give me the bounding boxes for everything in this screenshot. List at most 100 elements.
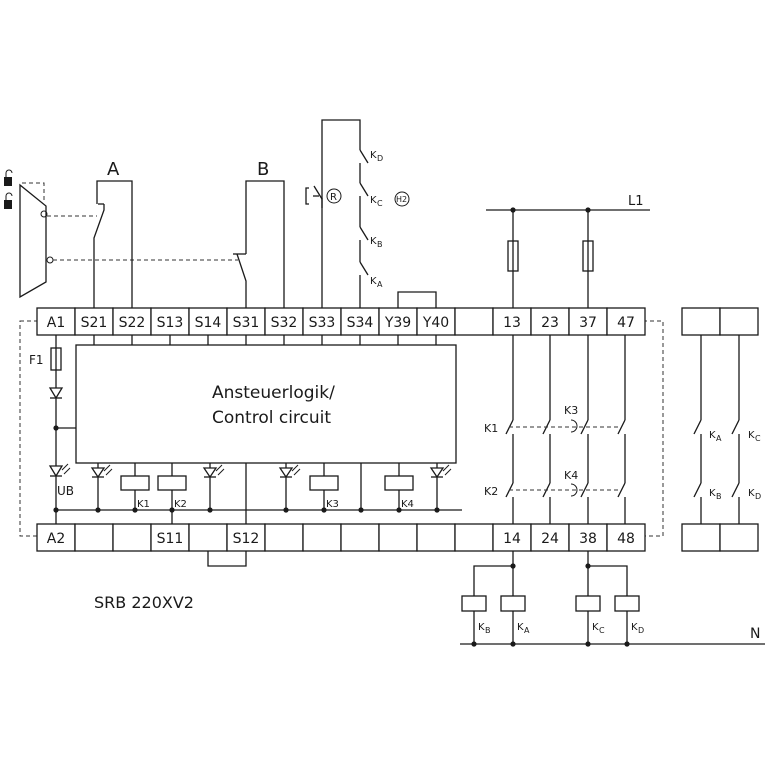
contact-label-k3: K3 bbox=[564, 404, 578, 417]
top-terminal-label: S13 bbox=[157, 315, 184, 331]
ext-sub-c: C bbox=[755, 434, 761, 443]
extension-bottom-terminal-right bbox=[719, 523, 759, 552]
top-terminal-s13 bbox=[150, 307, 190, 336]
guard-contact-b: B bbox=[233, 159, 285, 308]
bottom-terminal-a2 bbox=[36, 523, 76, 552]
supply-branch: F1 UB bbox=[29, 335, 76, 524]
status-leds bbox=[90, 463, 452, 510]
external-coils: N K B K A K C K D bbox=[460, 551, 765, 647]
chain-sub-b: B bbox=[377, 240, 383, 249]
internal-relays: K1 K2 K3 K4 bbox=[53, 463, 462, 524]
ub-label: UB bbox=[57, 484, 74, 498]
extension-contacts: K A K C K B K D bbox=[693, 335, 761, 524]
chain-label-kb: K bbox=[370, 236, 377, 247]
reset-label: R bbox=[330, 192, 337, 203]
bottom-terminal-label: A2 bbox=[47, 531, 65, 547]
coil-sub-a: A bbox=[524, 626, 530, 635]
y39-y40-bridge bbox=[397, 291, 437, 308]
bottom-terminal-s11 bbox=[150, 523, 190, 552]
bottom-terminal-blank-10 bbox=[416, 523, 456, 552]
l1-label: L1 bbox=[628, 194, 644, 209]
ext-sub-d: D bbox=[755, 492, 761, 501]
lock-closed-icon bbox=[4, 177, 12, 186]
coil-label-kd: K bbox=[631, 622, 638, 633]
coil-sub-d: D bbox=[638, 626, 644, 635]
bottom-terminal-blank-4 bbox=[188, 523, 228, 552]
ext-label-kc: K bbox=[748, 430, 755, 441]
bottom-terminal-blank-6 bbox=[264, 523, 304, 552]
bottom-terminal-blank-2 bbox=[112, 523, 152, 552]
control-circuit-block bbox=[75, 344, 457, 464]
chain-sub-d: D bbox=[377, 154, 383, 163]
chain-sub-a: A bbox=[377, 280, 383, 289]
reset-circuit: R H2 K D K C K B K A bbox=[305, 119, 410, 308]
indicator-label: H2 bbox=[396, 195, 407, 204]
lock-open-shackle bbox=[5, 192, 13, 200]
chain-label-kc: K bbox=[370, 195, 377, 206]
coil-sub-b: B bbox=[485, 626, 491, 635]
lock-open-icon bbox=[4, 200, 12, 209]
bottom-terminal-label: 14 bbox=[503, 531, 521, 547]
extension-top-terminal-left bbox=[681, 307, 721, 336]
lock-closed-shackle bbox=[5, 169, 13, 177]
contact-label-k2: K2 bbox=[484, 485, 498, 498]
extension-bottom-terminal-left bbox=[681, 523, 721, 552]
top-terminal-label: 37 bbox=[579, 315, 597, 331]
top-terminal-label: S34 bbox=[347, 315, 374, 331]
bottom-terminal-label: 38 bbox=[579, 531, 597, 547]
bottom-terminal-48 bbox=[606, 523, 646, 552]
ext-sub-b: B bbox=[716, 492, 722, 501]
bottom-terminal-blank-1 bbox=[74, 523, 114, 552]
coil-label-kb: K bbox=[478, 622, 485, 633]
chain-sub-c: C bbox=[377, 199, 383, 208]
terminal-ties bbox=[93, 335, 437, 567]
bottom-terminal-blank-8 bbox=[340, 523, 380, 552]
bottom-terminal-blank-7 bbox=[302, 523, 342, 552]
ext-label-kb: K bbox=[709, 488, 716, 499]
ext-sub-a: A bbox=[716, 434, 722, 443]
bottom-terminal-blank-11 bbox=[454, 523, 494, 552]
top-terminal-label: 47 bbox=[617, 315, 635, 331]
top-terminal-label: S22 bbox=[119, 315, 146, 331]
bottom-terminal-label: S11 bbox=[157, 531, 184, 547]
control-circuit-title-line1: Ansteuerlogik/ bbox=[212, 383, 335, 403]
top-terminal-blank-11 bbox=[454, 307, 494, 336]
relay-label-k4: K4 bbox=[401, 499, 414, 510]
coil-label-ka: K bbox=[517, 622, 524, 633]
bottom-terminal-14 bbox=[492, 523, 532, 552]
bottom-terminal-blank-9 bbox=[378, 523, 418, 552]
top-terminal-label: S31 bbox=[233, 315, 260, 331]
relay-label-k1: K1 bbox=[137, 499, 150, 510]
coil-sub-c: C bbox=[599, 626, 605, 635]
output-contacts: K1 K2 K3 K4 bbox=[484, 335, 626, 524]
bottom-terminal-label: S12 bbox=[233, 531, 260, 547]
ext-label-kd: K bbox=[748, 488, 755, 499]
contact-label-k4: K4 bbox=[564, 469, 578, 482]
top-terminal-label: S32 bbox=[271, 315, 298, 331]
chain-label-ka: K bbox=[370, 276, 377, 287]
coil-label-kc: K bbox=[592, 622, 599, 633]
top-terminal-13 bbox=[492, 307, 532, 336]
ext-label-ka: K bbox=[709, 430, 716, 441]
top-terminal-47 bbox=[606, 307, 646, 336]
l1-supply: L1 bbox=[486, 194, 650, 308]
top-terminal-label: 13 bbox=[503, 315, 521, 331]
guard-contact-a: A bbox=[93, 159, 133, 308]
top-terminal-label: S33 bbox=[309, 315, 336, 331]
chain-label-kd: K bbox=[370, 150, 377, 161]
top-terminal-label: Y39 bbox=[384, 315, 411, 331]
extension-top-terminal-right bbox=[719, 307, 759, 336]
bottom-terminal-label: 48 bbox=[617, 531, 635, 547]
n-label: N bbox=[750, 626, 760, 642]
top-terminal-label: A1 bbox=[47, 315, 65, 331]
relay-label-k3: K3 bbox=[326, 499, 339, 510]
model-label: SRB 220XV2 bbox=[94, 593, 194, 612]
control-circuit-title-line2: Control circuit bbox=[212, 408, 331, 428]
top-terminal-label: Y40 bbox=[422, 315, 449, 331]
top-terminal-label: S14 bbox=[195, 315, 222, 331]
fuse-label: F1 bbox=[29, 353, 44, 367]
guard-label-b: B bbox=[257, 159, 269, 180]
relay-label-k2: K2 bbox=[174, 499, 187, 510]
